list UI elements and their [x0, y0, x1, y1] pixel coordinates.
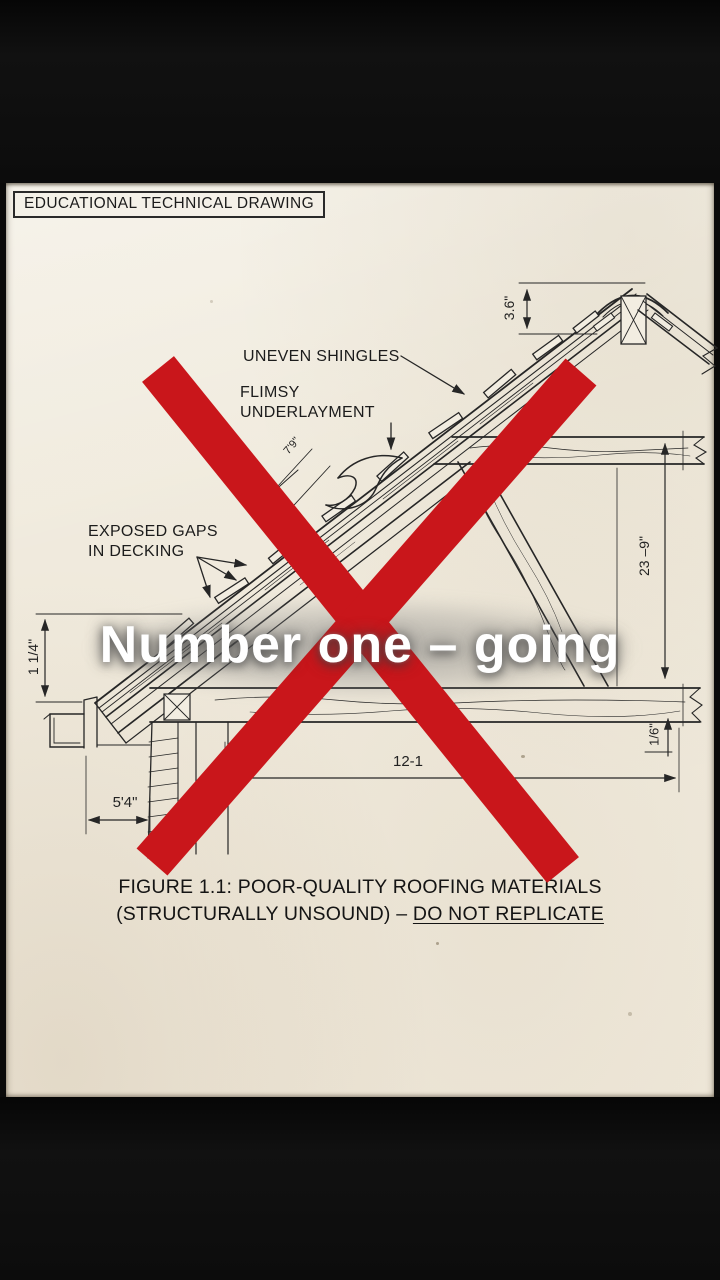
right-roof-slope	[637, 293, 718, 375]
leader-lines	[196, 355, 466, 599]
figure-caption: FIGURE 1.1: POOR-QUALITY ROOFING MATERIA…	[60, 874, 660, 928]
dim-bottom-span: 12-1	[393, 753, 424, 770]
underlayment-curl	[325, 454, 403, 510]
label-uneven-shingles: UNEVEN SHINGLES	[243, 348, 400, 365]
paper-speck	[436, 942, 439, 945]
letterbox-top	[0, 0, 720, 183]
ridge-cap	[592, 294, 674, 345]
label-exposed-gaps: EXPOSED GAPS IN DECKING	[88, 522, 218, 562]
drawing-title-text: EDUCATIONAL TECHNICAL DRAWING	[24, 195, 315, 212]
label-flimsy-underlayment: FLIMSY UNDERLAYMENT	[240, 383, 375, 423]
drawing-title-badge: EDUCATIONAL TECHNICAL DRAWING	[13, 191, 326, 218]
label-flimsy-line1: FLIMSY	[240, 384, 300, 401]
paper-speck	[210, 300, 213, 303]
figure-caption-line2-underlined: DO NOT REPLICATE	[412, 903, 604, 925]
letterbox-bottom	[0, 1097, 720, 1280]
red-x-stroke-2	[136, 358, 597, 876]
dim-overhang: 5'4"	[112, 794, 138, 811]
figure-caption-line2-prefix: (STRUCTURALLY UNSOUND) –	[116, 903, 413, 925]
paper-speck	[521, 755, 525, 758]
label-flimsy-line2: UNDERLAYMENT	[240, 404, 375, 421]
figure-caption-line1: FIGURE 1.1: POOR-QUALITY ROOFING MATERIA…	[118, 876, 602, 898]
label-exposed-line2: IN DECKING	[88, 543, 185, 560]
figure-caption-line2: (STRUCTURALLY UNSOUND) – DO NOT REPLICAT…	[60, 901, 660, 928]
paper-speck	[628, 1012, 632, 1016]
label-exposed-line1: EXPOSED GAPS	[88, 523, 218, 540]
video-caption: Number one – going	[99, 616, 621, 674]
